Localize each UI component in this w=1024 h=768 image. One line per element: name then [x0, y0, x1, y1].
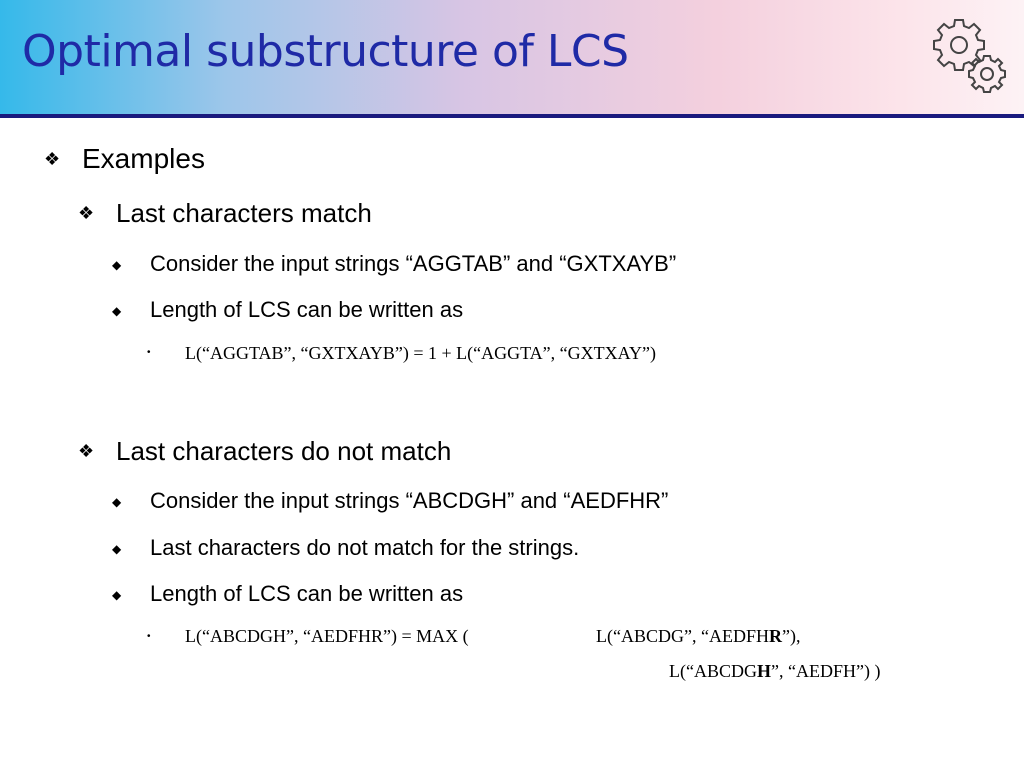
- dot-bullet-icon: •: [147, 631, 151, 642]
- diamond-bullet-icon: ◆: [112, 495, 122, 509]
- dot-bullet-icon: •: [147, 347, 151, 358]
- star-bullet-icon: ❖: [78, 203, 95, 223]
- star-bullet-icon: ❖: [44, 149, 61, 169]
- nomatch-formula-prefix: L(“ABCDGH”, “AEDFHR”) = MAX (: [185, 626, 469, 646]
- arg1-part-a: L(“ABCDG”, “AEDFH: [596, 626, 769, 646]
- arg1-part-c: ”),: [781, 626, 801, 646]
- diamond-bullet-icon: ◆: [112, 588, 122, 602]
- arg2-part-a: L(“ABCDG: [669, 661, 757, 681]
- title-divider: [0, 114, 1024, 118]
- match-heading: Last characters match: [116, 198, 372, 228]
- arg2-highlight-char: H: [757, 661, 772, 681]
- arg1-highlight-char: R: [768, 626, 782, 646]
- diamond-bullet-icon: ◆: [112, 542, 122, 556]
- diamond-bullet-icon: ◆: [112, 304, 122, 318]
- diamond-bullet-icon: ◆: [112, 258, 122, 272]
- match-length-text: Length of LCS can be written as: [150, 297, 464, 322]
- nomatch-formula-arg1: L(“ABCDG”, “AEDFHR”),: [596, 627, 800, 645]
- nomatch-statement-text: Last characters do not match for the str…: [150, 535, 580, 560]
- arg2-part-c: ”, “AEDFH”) ): [771, 661, 881, 681]
- nomatch-consider-text: Consider the input strings “ABCDGH” and …: [150, 488, 669, 513]
- gear-icon: [933, 19, 1006, 93]
- slide-title: Optimal substructure of LCS: [22, 26, 629, 77]
- nomatch-formula-arg2: L(“ABCDGH”, “AEDFH”) ): [669, 662, 880, 680]
- nomatch-length-text: Length of LCS can be written as: [150, 581, 464, 606]
- nomatch-heading: Last characters do not match: [116, 436, 452, 466]
- match-formula: L(“AGGTAB”, “GXTXAYB”) = 1 + L(“AGGTA”, …: [185, 343, 656, 363]
- star-bullet-icon: ❖: [78, 441, 95, 461]
- examples-heading: Examples: [82, 143, 205, 174]
- title-bar: [0, 0, 1024, 116]
- match-consider-text: Consider the input strings “AGGTAB” and …: [150, 251, 677, 276]
